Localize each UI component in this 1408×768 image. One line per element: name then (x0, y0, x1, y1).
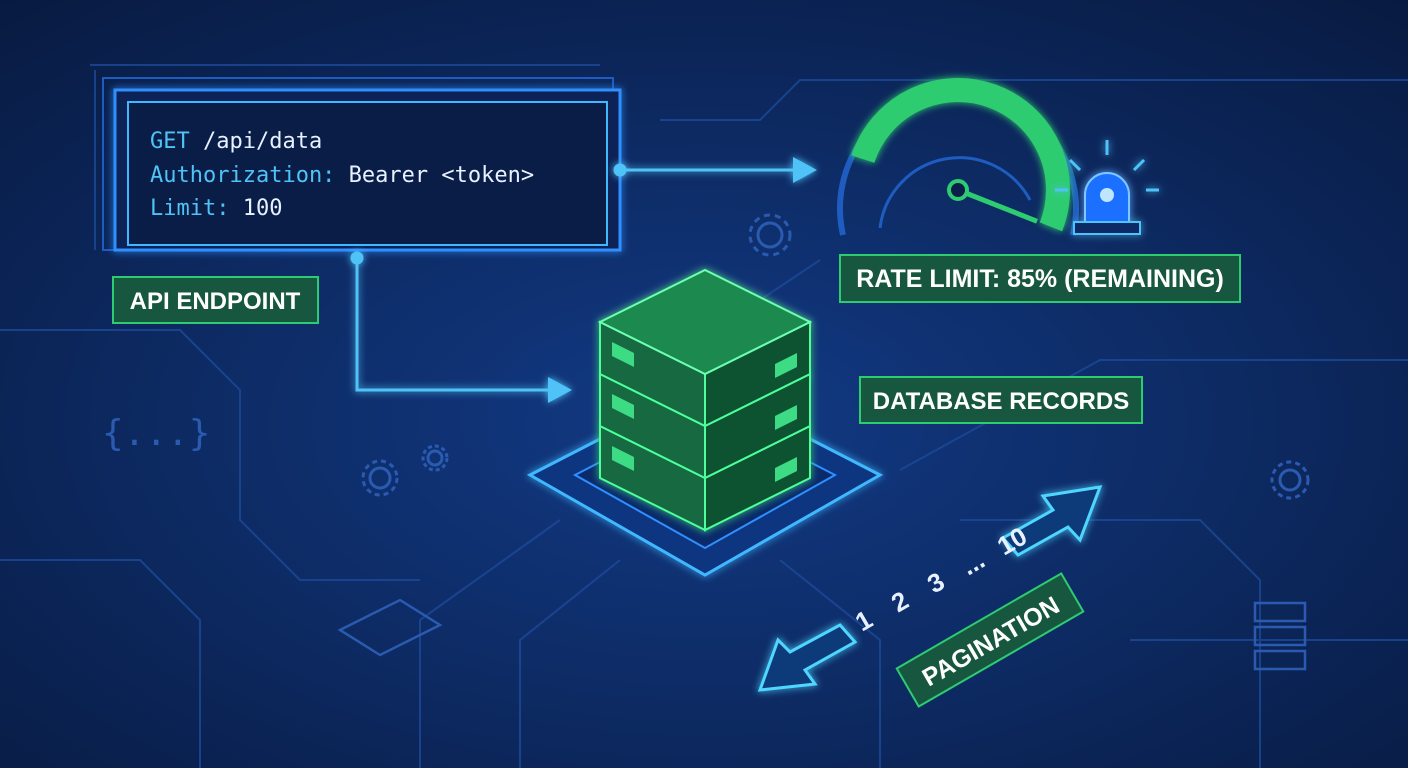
server-led (612, 394, 634, 419)
gauge-needle (957, 187, 1038, 224)
previous-page-arrow[interactable] (757, 623, 858, 692)
rate-limit-gauge (837, 78, 1079, 236)
server-led (775, 353, 797, 378)
rate-limit-label: RATE LIMIT: 85% (REMAINING) (839, 254, 1241, 303)
svg-text:API ENDPOINT: API ENDPOINT (130, 288, 301, 315)
server-led (775, 457, 797, 482)
database-server-stack (597, 268, 813, 532)
code-tag-icon (337, 598, 443, 657)
gear-icon (361, 213, 1310, 500)
database-records-label: DATABASE RECORDS (859, 376, 1143, 424)
api-request-code-box: GET /api/data Authorization: Bearer <tok… (102, 77, 622, 252)
json-braces-icon: {...} (102, 413, 210, 454)
svg-text:RATE LIMIT: 85% (REMAINING): RATE LIMIT: 85% (REMAINING) (856, 265, 1224, 293)
circuit-traces (0, 64, 1408, 768)
server-led (612, 342, 634, 367)
server-led (775, 405, 797, 430)
code-line-method: GET /api/data (150, 129, 322, 154)
code-line-limit: Limit: 100 (150, 196, 282, 221)
request-arrow (613, 157, 817, 183)
query-arrow (350, 251, 572, 403)
api-endpoint-label: API ENDPOINT (112, 276, 319, 324)
server-led (612, 446, 634, 471)
next-page-arrow[interactable] (1000, 485, 1103, 557)
server-rack-icon (1253, 601, 1307, 671)
code-line-authorization: Authorization: Bearer <token> (150, 163, 534, 188)
server-top-face (597, 268, 813, 376)
alert-siren-icon (1055, 140, 1159, 235)
svg-text:DATABASE RECORDS: DATABASE RECORDS (873, 388, 1129, 415)
